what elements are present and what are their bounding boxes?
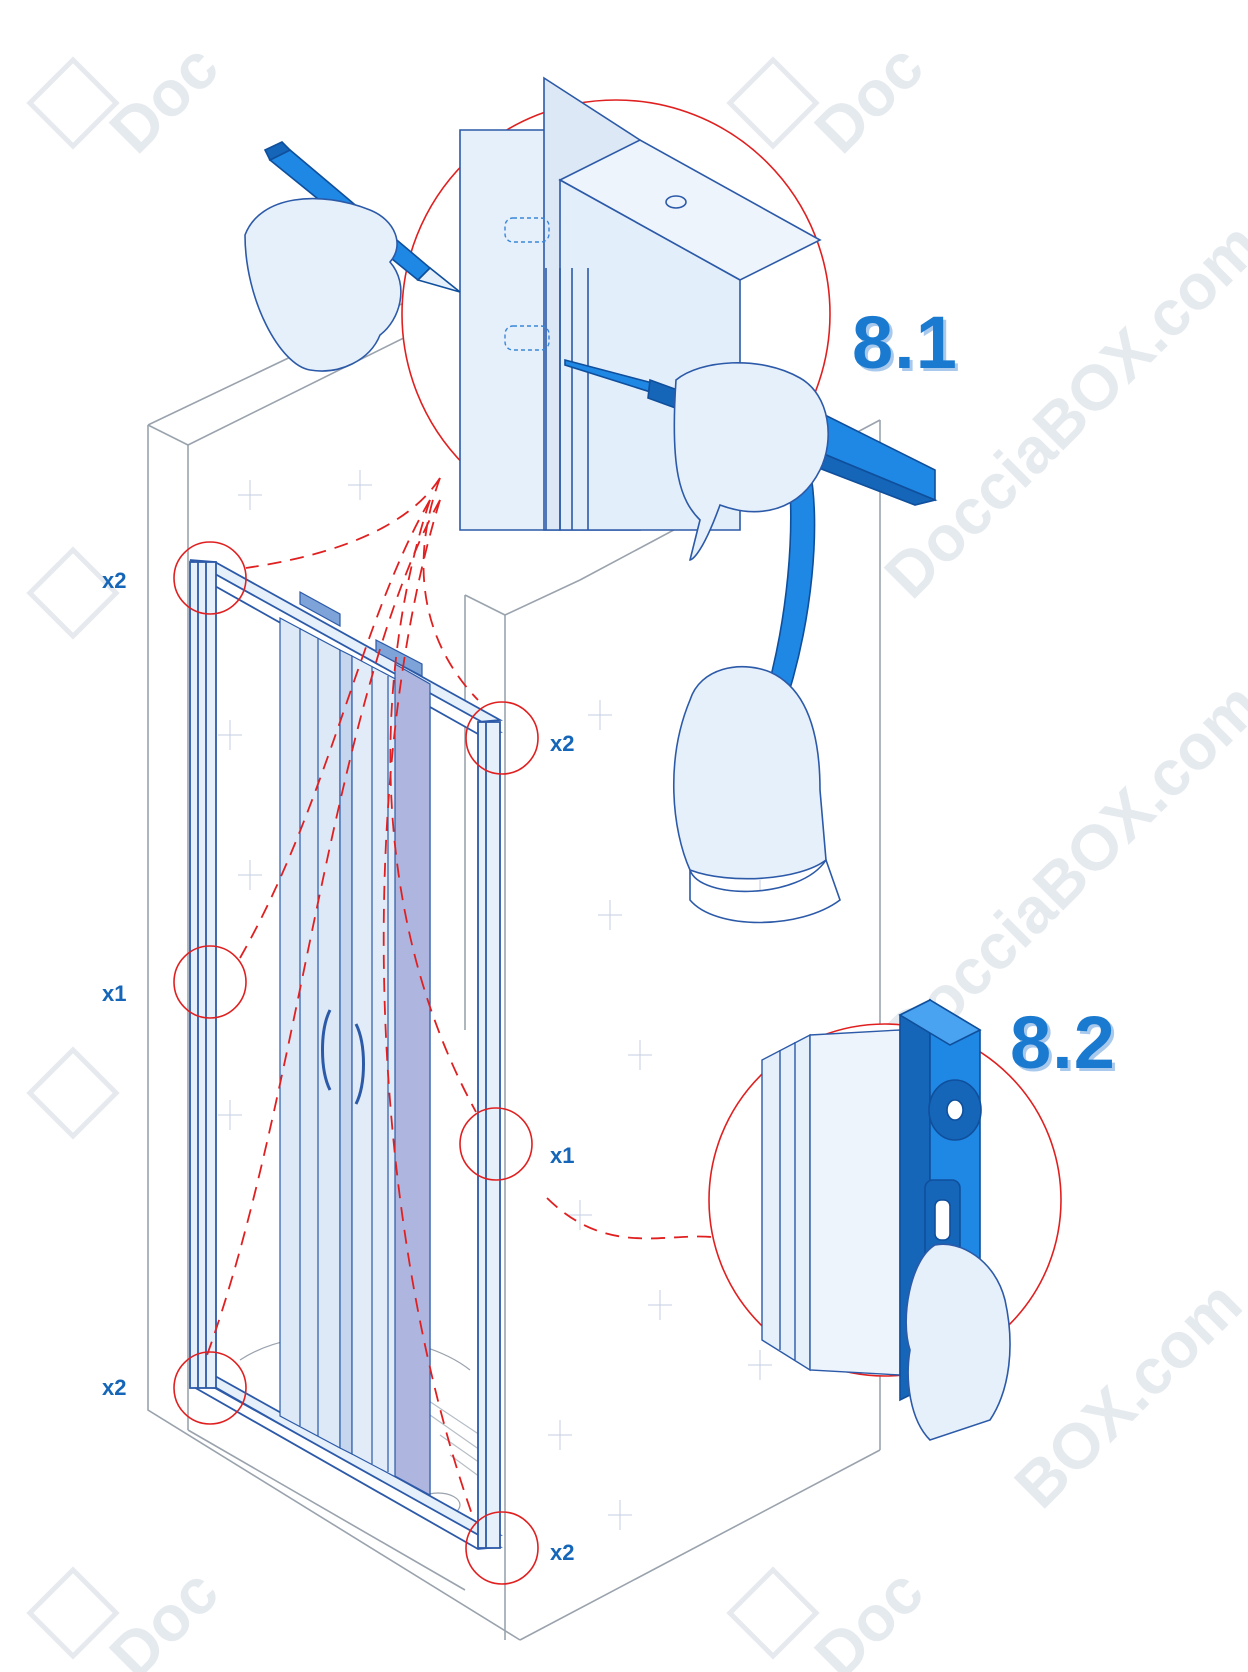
quantity-label-bottom-right: x2	[550, 1540, 575, 1565]
quantity-label-middle-left: x1	[102, 981, 127, 1006]
folded-door-panels	[279, 590, 431, 1497]
step-number-8-1: 8.1	[852, 301, 958, 384]
detail-circle-icon	[173, 541, 539, 1585]
quantity-label-middle-right: x1	[550, 1143, 575, 1168]
quantity-label-top-right: x2	[550, 731, 575, 756]
step-number-8-2: 8.2	[1010, 1001, 1116, 1084]
detail-connectors	[205, 477, 721, 1521]
quantity-label-top-left: x2	[102, 568, 127, 593]
glove-hand-icon	[244, 197, 1011, 1441]
quantity-label-bottom-left: x2	[102, 1375, 127, 1400]
